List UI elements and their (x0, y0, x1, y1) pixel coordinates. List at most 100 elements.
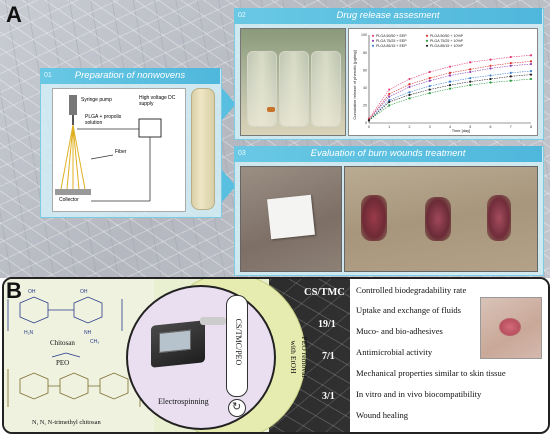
box2-title: Drug release assesment (336, 10, 440, 21)
legend-label: PLGA 85/15 + 10%P (430, 44, 464, 48)
legend-marker (371, 39, 375, 42)
property-6: In vitro and in vivo biocompatibility (356, 389, 482, 399)
data-point (388, 104, 391, 107)
x-tick-label: 8 (530, 125, 532, 129)
nonwovens-box-header: 01 Preparation of nonwovens (40, 68, 220, 84)
data-point (408, 83, 411, 86)
data-point (509, 62, 512, 65)
x-tick-label: 1 (388, 125, 390, 129)
syringe-pump (200, 317, 226, 325)
nonwoven-roll-photo (191, 88, 215, 210)
label-solution: PLGA + propolis solution (85, 114, 122, 126)
property-2: Uptake and exchange of fluids (356, 305, 461, 315)
wound-1 (361, 195, 387, 241)
panel-a: A 01 Preparation of nonwovens Syringe pu… (0, 0, 550, 278)
peo-label: PEO (56, 359, 70, 367)
data-point (428, 79, 431, 82)
x-tick-label: 0 (368, 125, 370, 129)
x-tick-label: 7 (510, 125, 512, 129)
data-point (448, 84, 452, 87)
y-tick-label: 80 (363, 51, 367, 55)
data-point (489, 64, 492, 67)
svg-text:NH: NH (84, 330, 92, 336)
ratio-1: 19/1 (318, 319, 336, 330)
data-point (529, 69, 533, 73)
data-point (448, 74, 452, 77)
removal-line-2: with EtOH (289, 340, 298, 374)
electrospinning-device (151, 320, 205, 368)
label-collector: Collector (59, 197, 79, 203)
series-line (368, 54, 532, 119)
data-point (529, 77, 533, 81)
data-point (428, 84, 431, 88)
data-point (388, 95, 391, 98)
data-point (489, 77, 492, 81)
panel-a-letter: A (6, 2, 22, 27)
svg-text:OH: OH (28, 289, 36, 295)
y-tick-label: 20 (363, 104, 367, 108)
data-point (469, 68, 472, 71)
data-point (428, 91, 431, 95)
data-point (529, 73, 533, 76)
x-tick-label: 6 (490, 125, 492, 129)
data-point (469, 61, 472, 64)
data-point (408, 93, 411, 96)
data-point (529, 62, 533, 66)
peo-removal-label: PEO removal with EtOH (286, 287, 310, 427)
chart-y-label: Cumulative release of phenolic [µg/mg] (352, 50, 357, 119)
data-point (489, 74, 492, 77)
property-7: Wound healing (356, 410, 409, 420)
legend-label: PLGA 85/15 + EEP (376, 44, 407, 48)
data-point (388, 88, 391, 91)
label-high-voltage: High voltage DC supply (139, 95, 176, 107)
legend-marker (371, 34, 375, 37)
data-point (509, 79, 512, 82)
box1-number: 01 (44, 72, 52, 79)
data-point (388, 100, 391, 103)
y-tick-label: 40 (363, 86, 367, 90)
legend-label: PLGA 75/25 + EEP (376, 39, 407, 43)
data-point (408, 77, 411, 81)
electrospinning-schematic: Syringe pump High voltage DC supply PLGA… (52, 88, 186, 212)
ratio-3: 3/1 (322, 391, 335, 402)
data-point (428, 70, 431, 74)
data-point (509, 75, 512, 78)
data-point (469, 80, 472, 83)
legend-marker (425, 34, 429, 37)
legend-label: PLGA 50/50 + EEP (376, 34, 407, 38)
y-tick-label: 100 (361, 33, 367, 37)
data-point (469, 70, 472, 74)
drug-release-box-header: 02 Drug release assesment (234, 8, 542, 24)
data-point (408, 97, 411, 100)
data-point (509, 71, 512, 74)
legend-marker (425, 44, 429, 47)
capsule-text: CS/TMC/PEO (234, 318, 243, 366)
svg-text:CH₃: CH₃ (90, 339, 99, 345)
property-3: Muco- and bio-adhesives (356, 326, 443, 336)
panel-b-letter: B (6, 278, 22, 303)
data-point (448, 65, 452, 68)
property-4: Antimicrobial activity (356, 347, 433, 357)
data-point (388, 99, 391, 102)
rotate-glyph: ↻ (232, 401, 242, 413)
ratio-2: 7/1 (322, 351, 335, 362)
box1-title: Preparation of nonwovens (74, 70, 186, 81)
wound-dressing-photo (240, 166, 342, 272)
chart-x-label: Time [day] (452, 128, 471, 133)
label-fiber: Fiber (115, 149, 127, 155)
wound-spot (499, 318, 521, 336)
data-point (529, 60, 533, 63)
property-1: Controlled biodegradability rate (356, 285, 467, 295)
vials-photo (240, 28, 346, 136)
legend-label: PLGA 50/50 + 10%P (430, 34, 464, 38)
box2-number: 02 (238, 12, 246, 19)
series-line (368, 61, 532, 120)
burn-wounds-photo (344, 166, 538, 272)
data-point (469, 77, 472, 80)
vial-3 (311, 51, 341, 127)
x-tick-label: 4 (449, 125, 451, 129)
electrospinning-setup-diagram (55, 95, 162, 202)
data-point (469, 84, 472, 87)
